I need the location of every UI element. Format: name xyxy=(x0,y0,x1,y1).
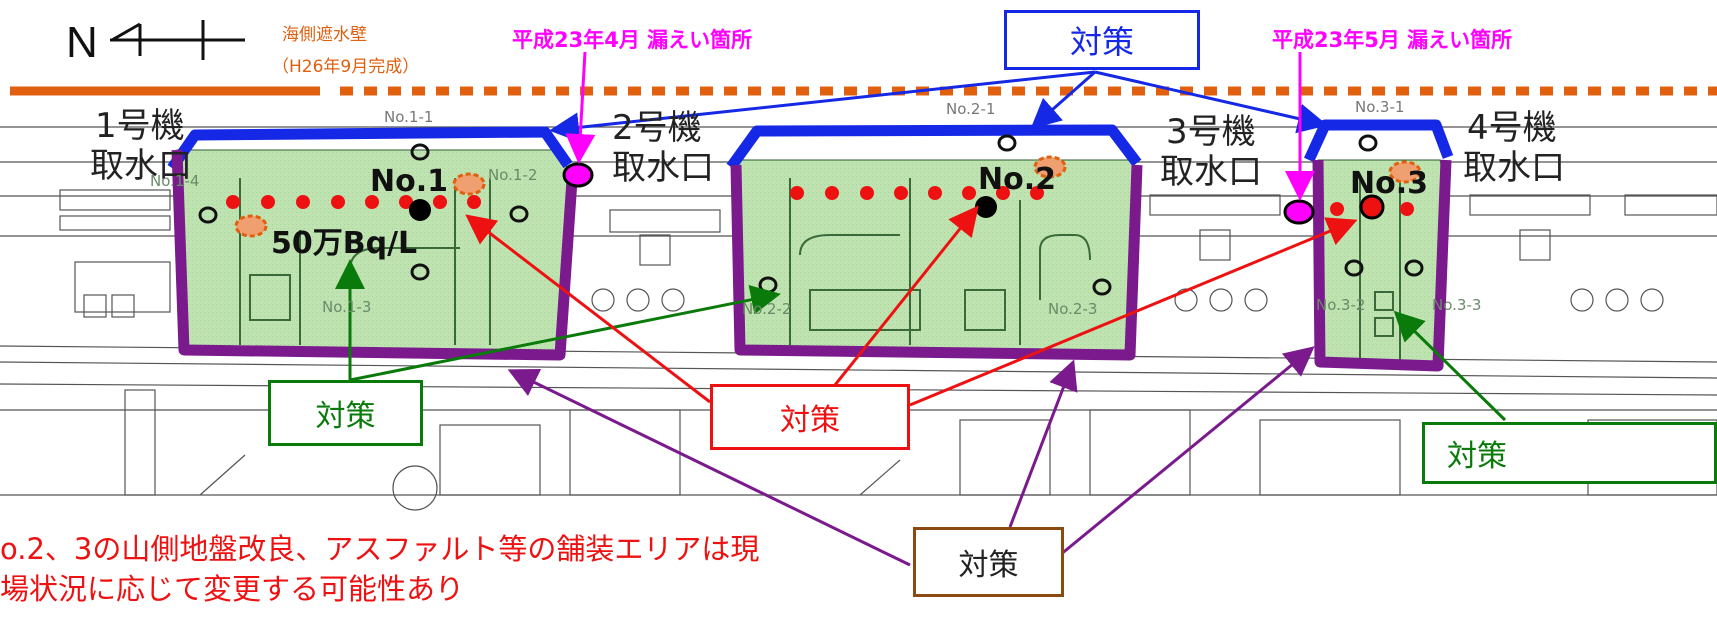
seawall-label: 海側遮水壁 xyxy=(282,25,367,45)
sub-label-no2-3: No.2-3 xyxy=(1048,300,1098,318)
leak-label-may: 平成23年5月 漏えい箇所 xyxy=(1272,28,1513,52)
compass-letter: N xyxy=(66,18,98,67)
hotspot-markers xyxy=(234,155,1422,238)
seawall-completion: （H26年9月完成） xyxy=(272,57,420,77)
red-dot-row-2 xyxy=(790,186,1044,200)
callout-red: 対策 xyxy=(710,384,910,450)
note-line-1: o.2、3の山側地盤改良、アスファルト等の舗装エリアは現 xyxy=(0,532,760,566)
unit-3-intake: 取水口 xyxy=(1160,152,1262,192)
callout-blue-label: 対策 xyxy=(1069,23,1134,61)
callout-green-right-label: 対策 xyxy=(1447,439,1507,474)
unit-4-intake: 取水口 xyxy=(1463,148,1565,188)
well-no3-label: No.3 xyxy=(1350,166,1428,201)
leak-arrows xyxy=(565,51,1315,201)
sub-label-no3-3: No.3-3 xyxy=(1432,296,1482,314)
unit-2-intake: 取水口 xyxy=(612,148,714,188)
callout-green-label: 対策 xyxy=(315,399,376,434)
unit-1-name: 1号機 xyxy=(95,106,185,146)
main-wells xyxy=(409,194,1385,221)
sub-label-no1-1: No.1-1 xyxy=(384,108,434,126)
unit-1-intake: 取水口 xyxy=(90,146,192,186)
north-arrow-icon xyxy=(110,20,245,60)
green-arrows xyxy=(335,259,1507,422)
well-no1-label: No.1 xyxy=(370,164,448,199)
callout-green: 対策 xyxy=(268,380,423,446)
concentration-label: 50万Bq/L xyxy=(271,226,418,261)
callout-blue: 対策 xyxy=(1004,10,1200,70)
callout-green-right: 対策 xyxy=(1422,422,1717,484)
sub-label-no3-1: No.3-1 xyxy=(1355,98,1405,116)
sub-label-no1-3: No.1-3 xyxy=(322,298,372,316)
red-arrows xyxy=(465,205,1358,407)
blue-arrows xyxy=(549,70,1328,143)
sub-label-no2-1: No.2-1 xyxy=(946,100,996,118)
purple-arrows xyxy=(507,346,1315,567)
observation-wells xyxy=(198,134,1424,296)
note-line-2: 場状況に応じて変更する可能性あり xyxy=(0,572,465,606)
purple-countermeasure-lines xyxy=(171,149,1452,372)
well-no2-label: No.2 xyxy=(978,162,1056,197)
leak-points xyxy=(562,162,1315,225)
leak-label-april: 平成23年4月 漏えい箇所 xyxy=(512,28,753,52)
unit-3-name: 3号機 xyxy=(1166,112,1256,152)
sub-label-no3-2: No.3-2 xyxy=(1316,296,1366,314)
sub-label-no1-2: No.1-2 xyxy=(488,166,538,184)
red-dot-row-1 xyxy=(226,195,481,209)
unit-2-name: 2号機 xyxy=(612,108,702,148)
callout-purple: 対策 xyxy=(913,527,1064,597)
unit-4-name: 4号機 xyxy=(1467,108,1557,148)
callout-red-label: 対策 xyxy=(780,403,840,438)
sub-label-no2-2: No.2-2 xyxy=(742,300,792,318)
sub-label-no1-4: No.1-4 xyxy=(150,172,200,190)
callout-purple-label: 対策 xyxy=(958,548,1019,583)
blue-countermeasure-lines xyxy=(167,119,1454,172)
